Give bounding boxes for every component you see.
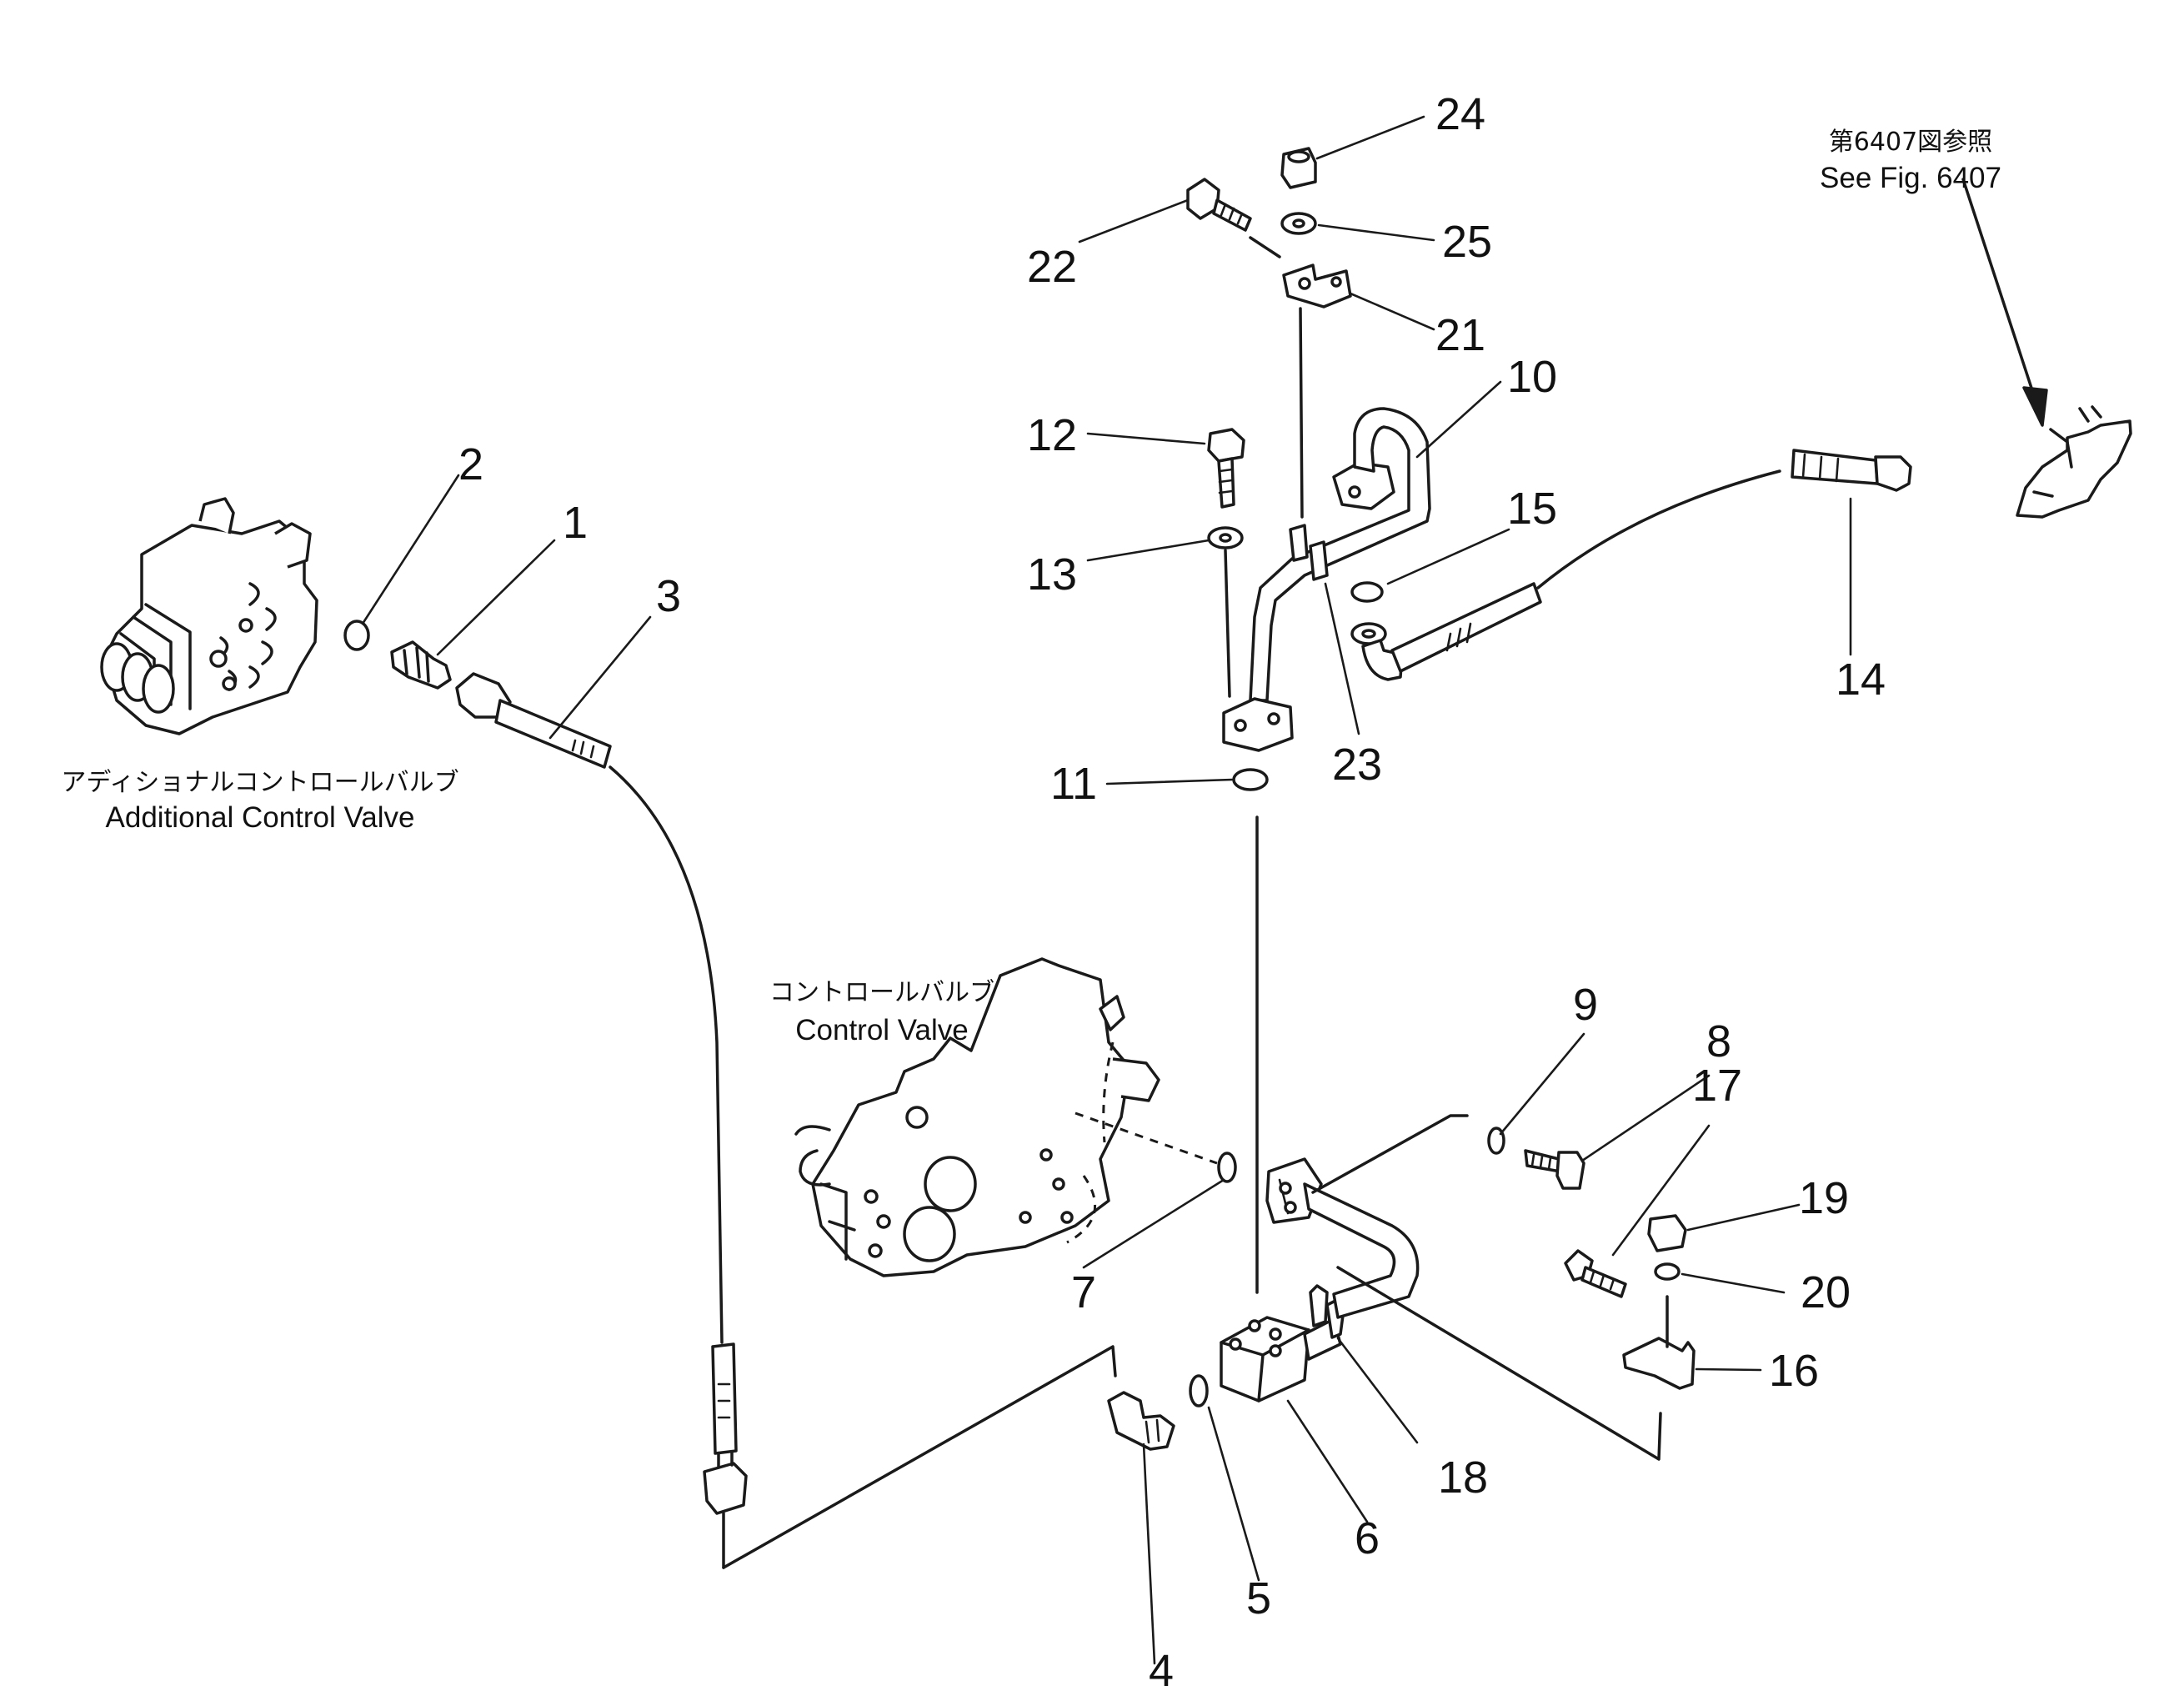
o-ring-5 <box>1189 1374 1209 1408</box>
bolt-12 <box>1207 428 1245 463</box>
callout-21: 21 <box>1435 310 1485 360</box>
callout-18: 18 <box>1438 1453 1488 1503</box>
hose-14 <box>1390 582 1542 673</box>
callout-22: 22 <box>1027 242 1077 292</box>
additional-valve-label-jp: アディショナルコントロールバルブ <box>61 768 458 797</box>
fitting-23 <box>1309 540 1329 581</box>
washer-13 <box>1207 526 1244 549</box>
leader-lines <box>361 115 1852 1665</box>
callout-6: 6 <box>1355 1513 1380 1563</box>
callout-2: 2 <box>458 439 483 489</box>
o-ring-2 <box>343 620 370 651</box>
elbow-4 <box>1107 1391 1175 1451</box>
bracket-16 <box>1622 1337 1696 1390</box>
bolt-8 <box>1524 1149 1562 1173</box>
nut-19 <box>1647 1214 1687 1252</box>
control-valve-label-jp: コントロールバルブ <box>769 978 994 1007</box>
callout-8: 8 <box>1706 1016 1731 1066</box>
callout-12: 12 <box>1027 410 1077 460</box>
callout-25: 25 <box>1442 217 1492 267</box>
callout-10: 10 <box>1507 352 1557 402</box>
callout-17: 17 <box>1692 1061 1742 1111</box>
nut-24 <box>1280 147 1317 189</box>
callout-19: 19 <box>1799 1173 1849 1223</box>
block-6 <box>1220 1316 1310 1402</box>
fig-6407-reference-part <box>1961 178 2132 519</box>
callout-16: 16 <box>1769 1346 1819 1396</box>
callout-11: 11 <box>1050 759 1097 809</box>
callout-23: 23 <box>1332 740 1382 790</box>
callout-7: 7 <box>1071 1267 1096 1317</box>
text-labels: アディショナルコントロールバルブ Additional Control Valv… <box>61 128 2001 1046</box>
o-ring-15 <box>1350 581 1384 603</box>
callout-24: 24 <box>1435 89 1485 139</box>
callout-20: 20 <box>1801 1267 1851 1317</box>
additional-control-valve-drawing <box>100 497 318 735</box>
callout-15: 15 <box>1507 484 1557 534</box>
callout-9: 9 <box>1573 980 1598 1030</box>
bracket-21 <box>1282 263 1352 309</box>
callout-1: 1 <box>563 498 588 548</box>
callout-14: 14 <box>1836 655 1886 705</box>
o-ring-11 <box>1232 768 1269 791</box>
callout-numbers: 1 2 3 4 5 6 7 8 9 10 11 12 13 14 15 16 1… <box>458 89 1886 1686</box>
o-ring-7 <box>1217 1152 1237 1183</box>
fig-reference-label-en: See Fig. 6407 <box>1820 162 2001 194</box>
hose-assembly-3 <box>343 620 1117 1569</box>
control-valve-label-en: Control Valve <box>795 1014 969 1046</box>
washer-25 <box>1280 212 1317 235</box>
callout-13: 13 <box>1027 549 1077 600</box>
fitting-1 <box>390 640 452 690</box>
lower-block-assembly <box>1074 815 1662 1461</box>
additional-valve-label-en: Additional Control Valve <box>106 801 415 834</box>
callout-4: 4 <box>1149 1646 1174 1686</box>
callout-3: 3 <box>656 571 681 621</box>
control-valve-drawing <box>794 957 1160 1277</box>
upper-pipe-assembly <box>1186 147 1912 791</box>
washer-20 <box>1654 1262 1681 1281</box>
fig-reference-label-jp: 第6407図参照 <box>1829 128 1992 157</box>
callout-5: 5 <box>1246 1573 1271 1623</box>
lower-right-hardware <box>1487 1127 1696 1390</box>
